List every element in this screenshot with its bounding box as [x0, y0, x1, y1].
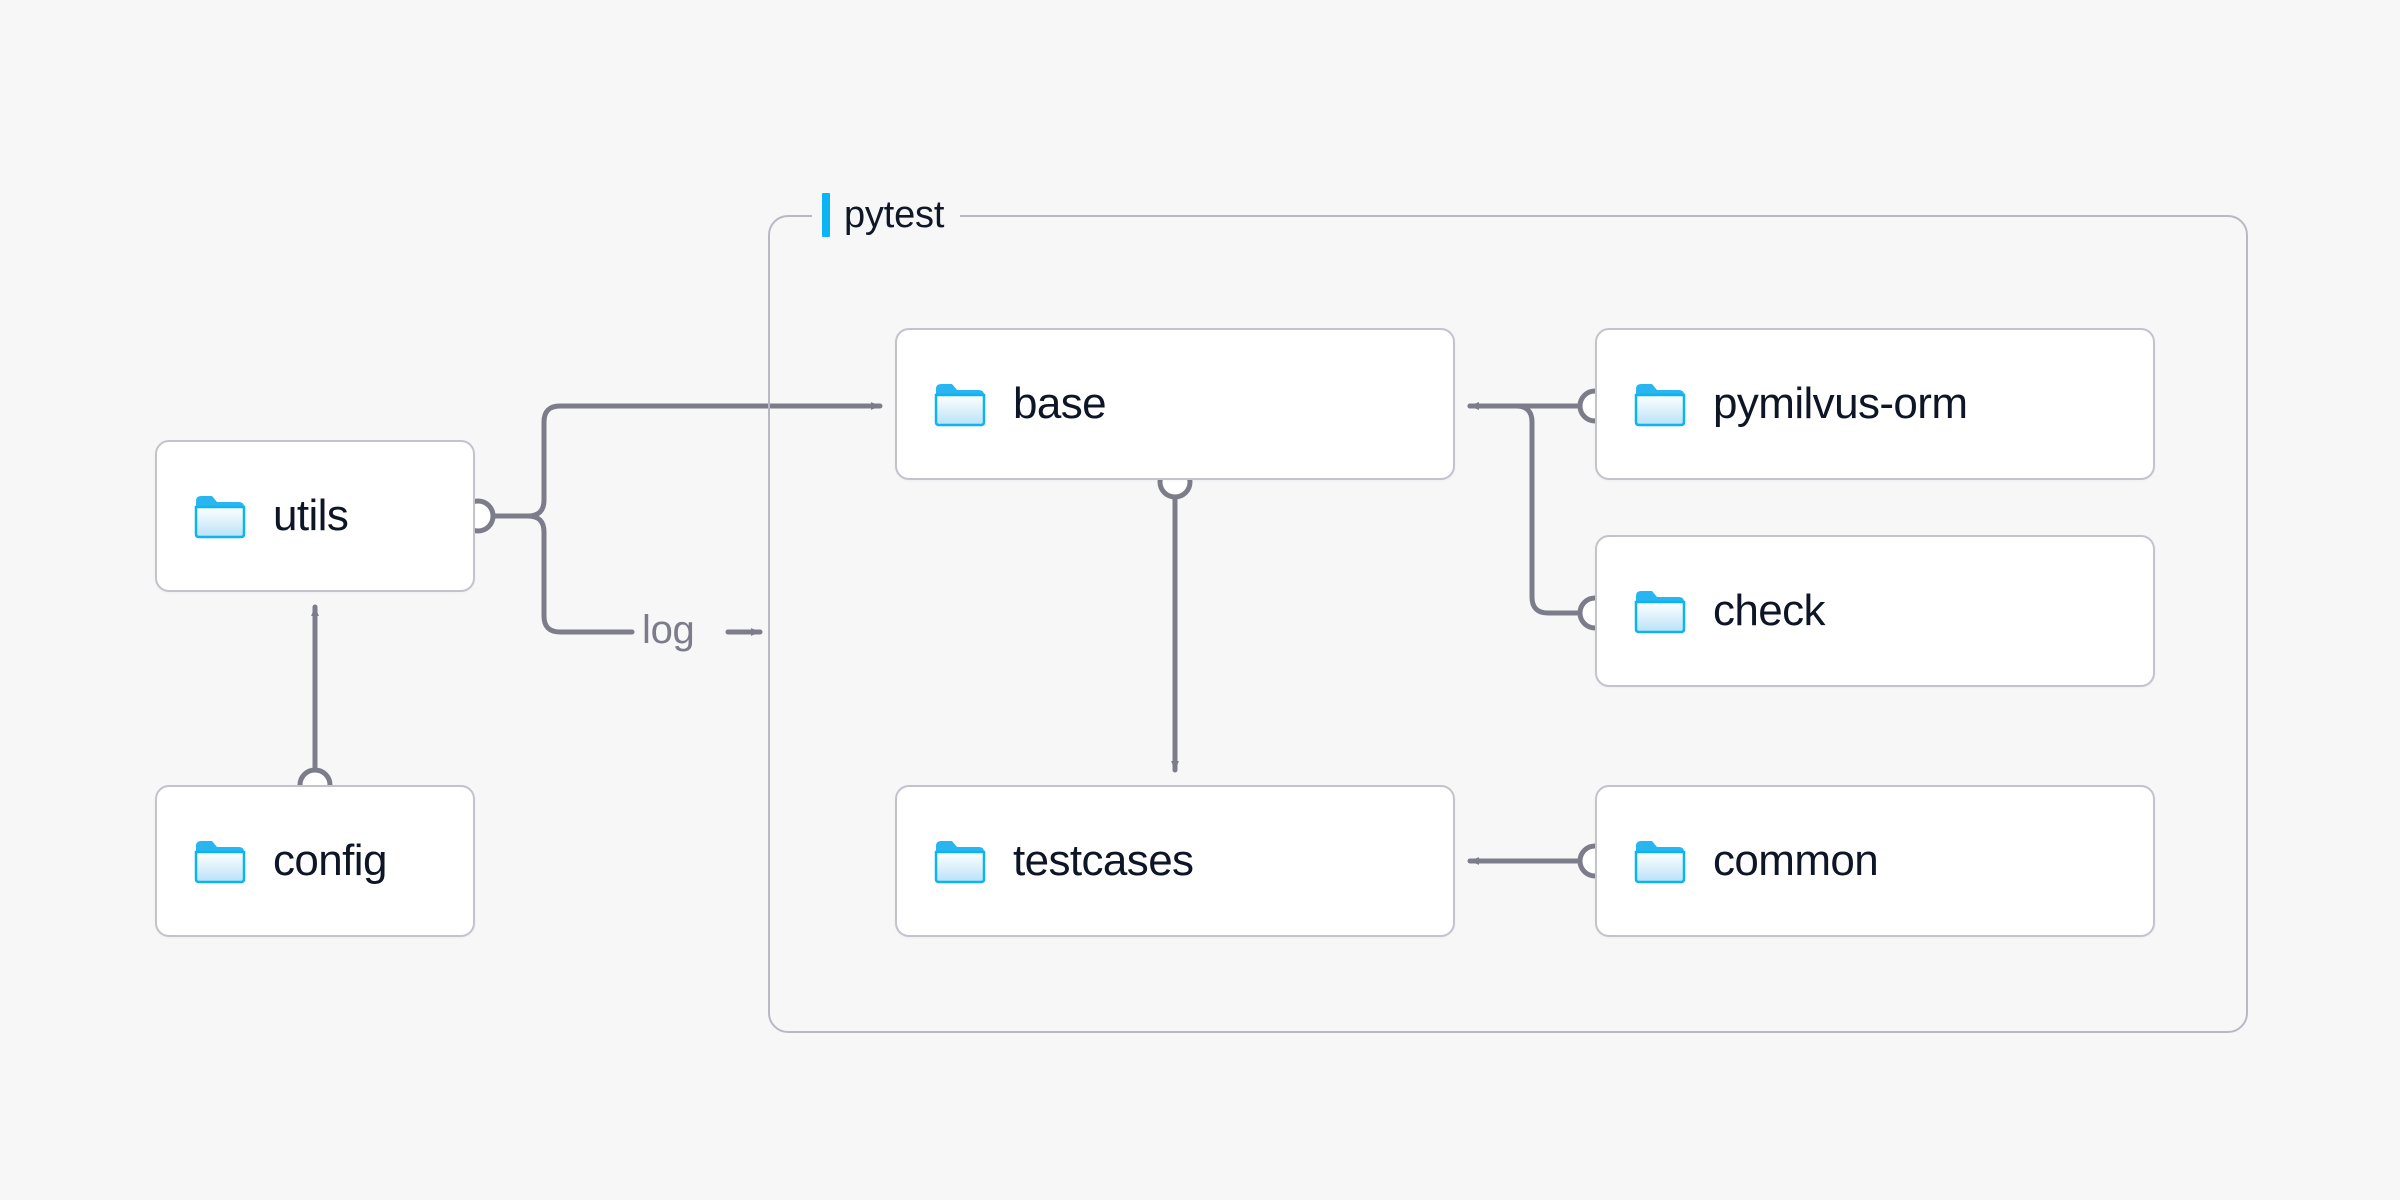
node-label-check: check [1713, 586, 1826, 635]
edge-label-log: log [636, 610, 701, 650]
node-check[interactable]: check [1595, 535, 2155, 687]
node-label-config: config [273, 836, 387, 885]
edge-utils-to-log [491, 513, 635, 635]
folder-icon [194, 496, 246, 539]
node-label-utils: utils [273, 491, 349, 540]
node-testcases[interactable]: testcases [895, 785, 1455, 937]
folder-icon [1634, 591, 1686, 634]
group-title-text: pytest [844, 194, 945, 236]
group-label-pytest: pytest [812, 189, 961, 241]
group-container-pytest[interactable] [768, 215, 2248, 1033]
node-config[interactable]: config [155, 785, 475, 937]
folder-icon [934, 841, 986, 884]
folder-icon [1634, 841, 1686, 884]
folder-icon [1634, 384, 1686, 427]
node-label-testcases: testcases [1013, 836, 1194, 885]
folder-icon [934, 384, 986, 427]
node-label-pymilvus-orm: pymilvus-orm [1713, 379, 1968, 428]
node-utils[interactable]: utils [155, 440, 475, 592]
node-label-base: base [1013, 379, 1107, 428]
node-pymilvus-orm[interactable]: pymilvus-orm [1595, 328, 2155, 480]
node-label-common: common [1713, 836, 1879, 885]
node-base[interactable]: base [895, 328, 1455, 480]
group-accent-bar [822, 193, 830, 237]
edge-check-to-base [1467, 402, 1580, 616]
node-common[interactable]: common [1595, 785, 2155, 937]
folder-icon [194, 841, 246, 884]
